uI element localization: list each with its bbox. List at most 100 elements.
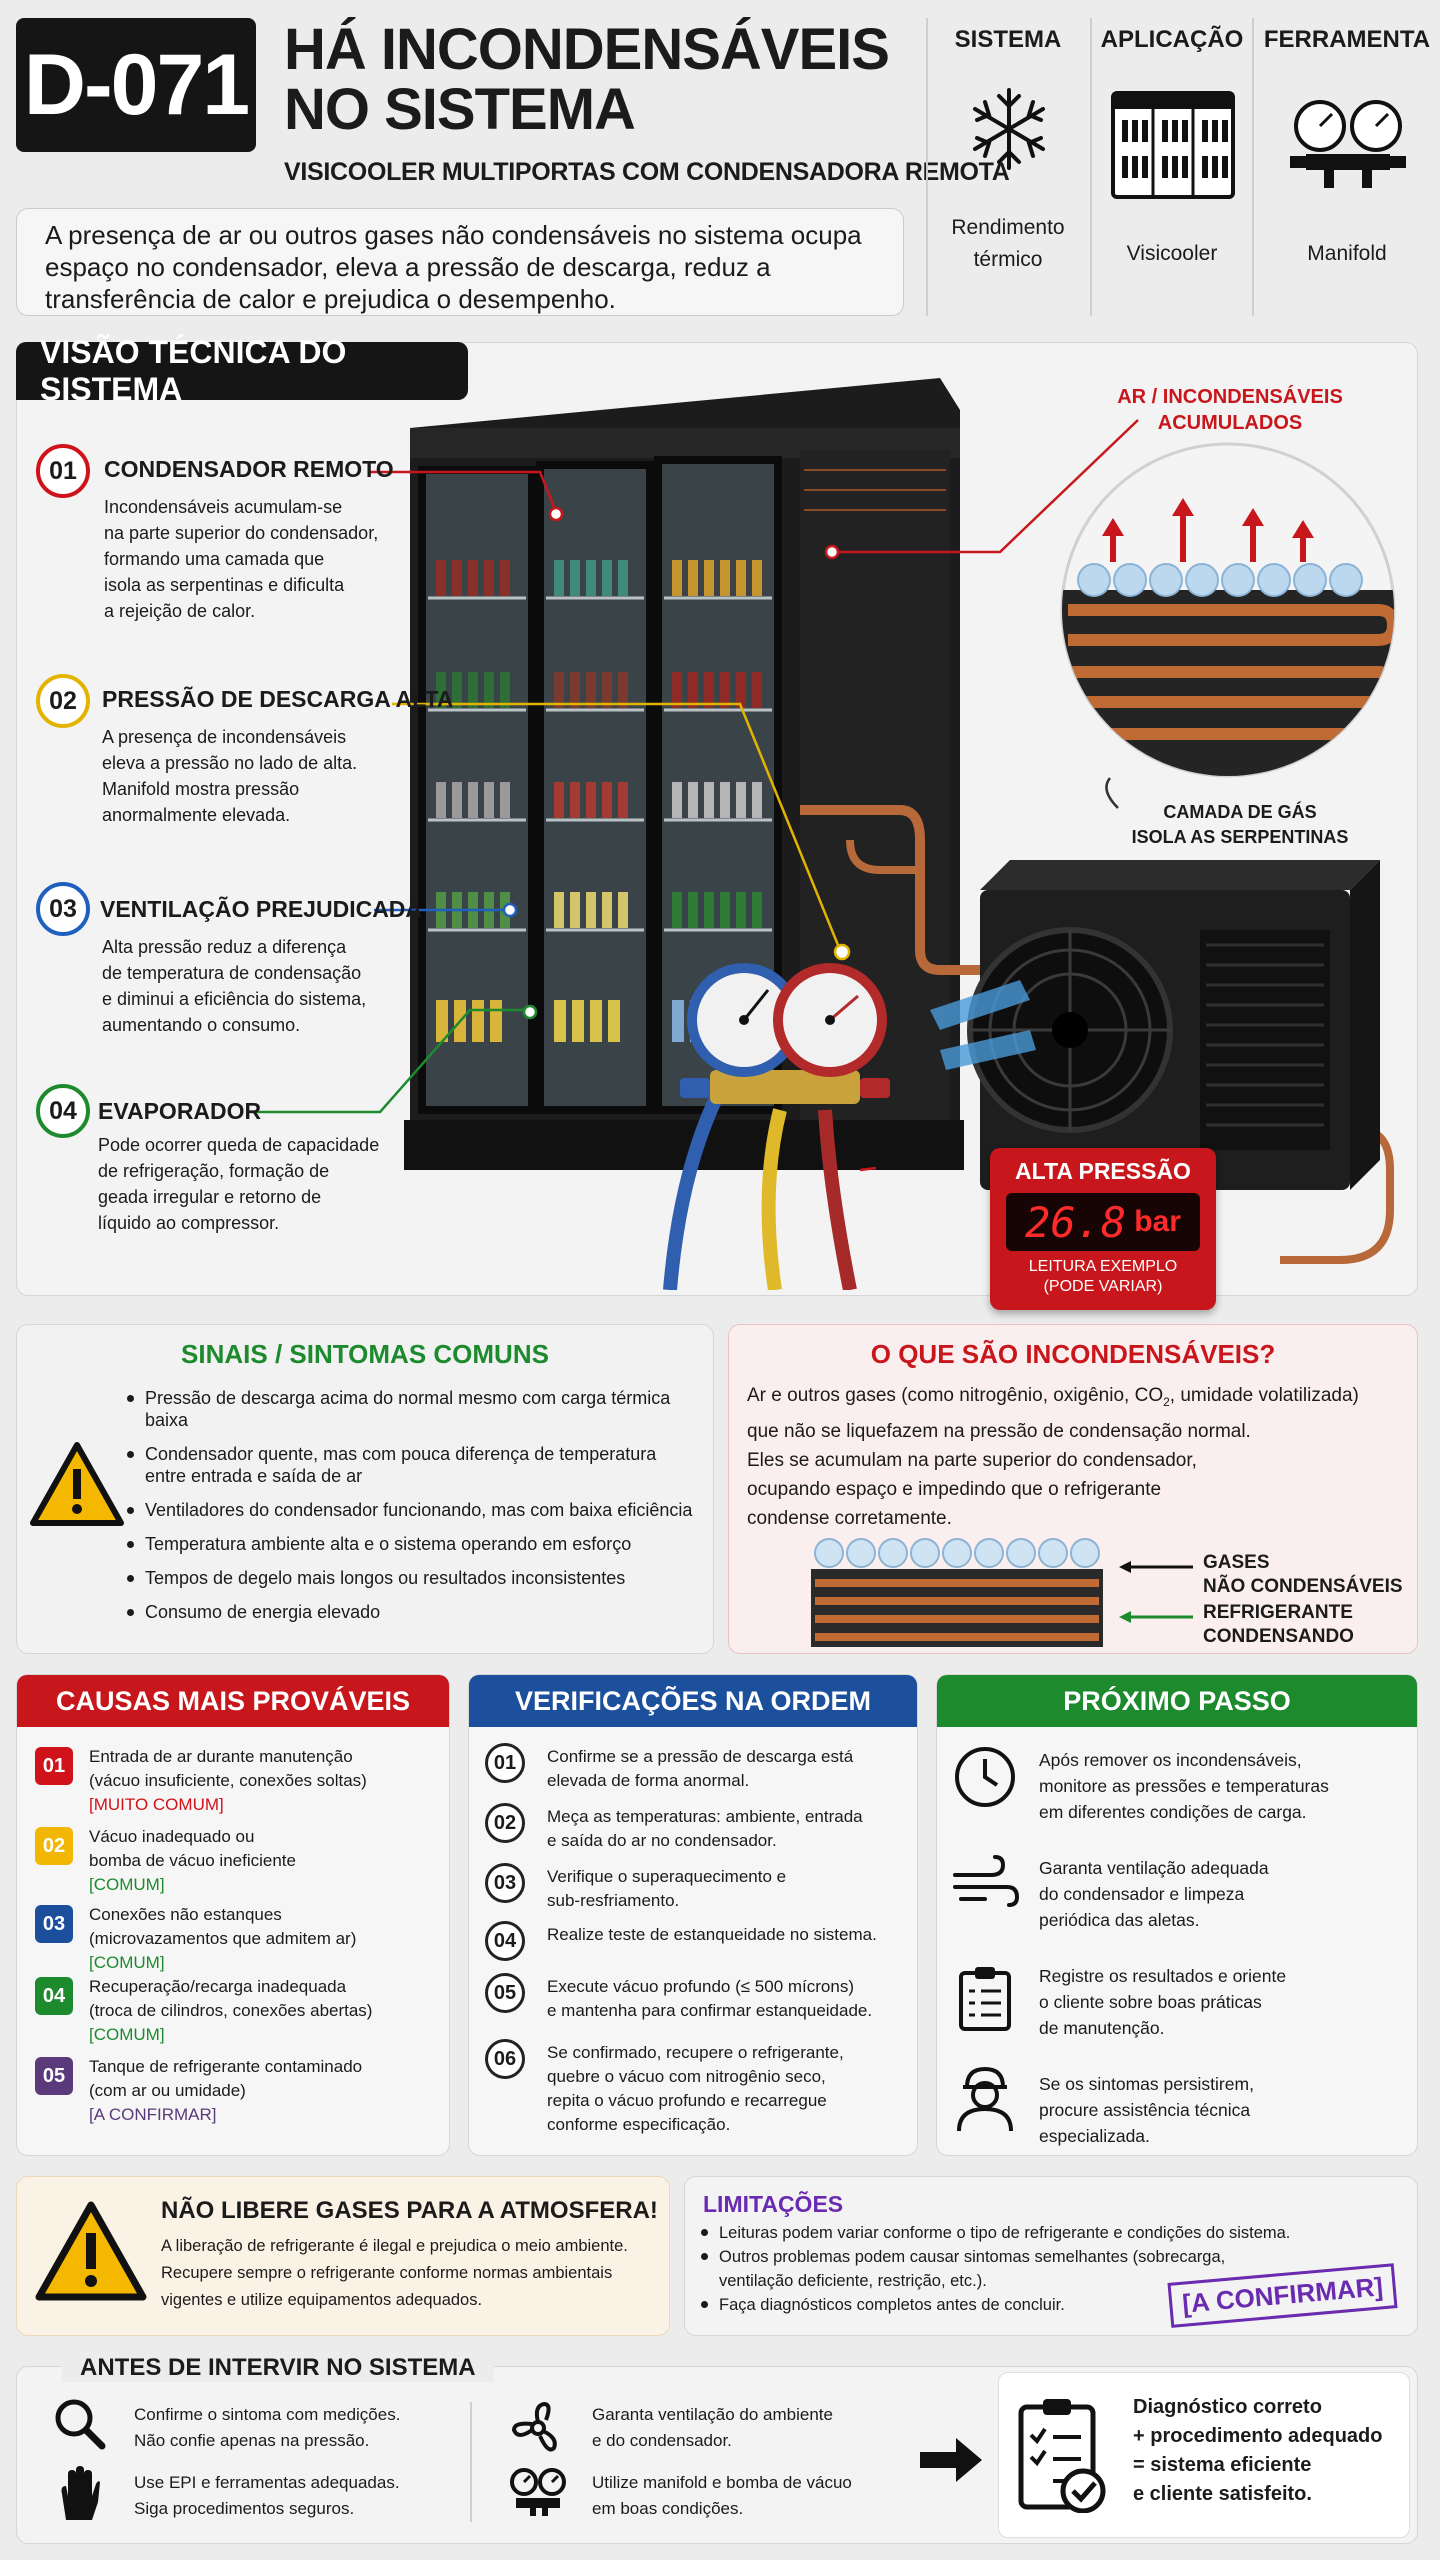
causes-title: CAUSAS MAIS PROVÁVEIS [17,1675,449,1727]
pressure-value: 26.8 [1025,1197,1127,1247]
what-subscript: 2 [1163,1394,1170,1409]
item-line: Use EPI e ferramentas adequadas. [134,2473,400,2492]
check-number: 01 [485,1743,525,1783]
point-number-03: 03 [36,882,90,936]
caption-line: Rendimento [951,216,1065,239]
desc-line: Pode ocorrer queda de capacidade [98,1135,380,1155]
desc-line: A presença de incondensáveis [102,727,347,747]
item-line: Utilize manifold e bomba de vácuo [592,2473,852,2492]
next-line: Registre os resultados e oriente [1039,1966,1287,1986]
check-line: Verifique o superaquecimento e [547,1867,787,1886]
before-title: ANTES DE INTERVIR NO SISTEMA [62,2354,494,2382]
callout-air: AR / INCONDENSÁVEIS ACUMULADOS [1080,384,1380,436]
check-item: Realize teste de estanqueidade no sistem… [547,1923,913,1947]
check-line: repita o vácuo profundo e recarregue [547,2091,827,2110]
check-number: 03 [485,1863,525,1903]
desc-line: de refrigeração, formação de [98,1161,330,1181]
list-item: Outros problemas podem causar sintomas s… [699,2245,1259,2293]
what-line: que não se liquefazem na pressão de cond… [747,1420,1251,1442]
pressure-display: 26.8 bar [1006,1193,1200,1251]
next-title: PRÓXIMO PASSO [937,1675,1417,1727]
what-text-part: Ar e outros gases (como nitrogênio, oxig… [747,1385,1164,1406]
cause-item: Tanque de refrigerante contaminado(com a… [89,2055,439,2127]
result-box: Diagnóstico correto + procedimento adequ… [998,2372,1410,2538]
cause-tag: [COMUM] [89,1875,165,1894]
callout-line: ISOLA AS SERPENTINAS [1131,827,1349,847]
cause-number: 02 [35,1827,73,1865]
before-item-4: Utilize manifold e bomba de vácuo em boa… [592,2470,852,2522]
point-desc-condensador: Incondensáveis acumulam-se na parte supe… [104,494,404,624]
snowflake-icon [973,88,1045,170]
point-title-condensador: CONDENSADOR REMOTO [104,456,394,482]
label-line: REFRIGERANTE [1203,1602,1353,1623]
cause-item: Recuperação/recarga inadequada(troca de … [89,1975,439,2047]
label-gases: GASES NÃO CONDENSÁVEIS [1203,1551,1403,1599]
warning-title: NÃO LIBERE GASES PARA A ATMOSFERA! [161,2197,658,2224]
result-line: = sistema eficiente [1133,2454,1312,2476]
what-line: ocupando espaço e impedindo que o refrig… [747,1478,1162,1500]
divider [1090,18,1092,316]
next-line: Após remover os incondensáveis, [1039,1750,1302,1770]
check-item: Execute vácuo profundo (≤ 500 mícrons)e … [547,1975,913,2023]
check-number: 02 [485,1803,525,1843]
next-line: especializada. [1039,2126,1150,2146]
list-item: Tempos de degelo mais longos ou resultad… [125,1567,705,1589]
desc-line: e diminui a eficiência do sistema, [102,989,367,1009]
limits-list: Leituras podem variar conforme o tipo de… [699,2221,1399,2317]
check-line: Confirme se a pressão de descarga está [547,1747,854,1766]
check-number: 04 [485,1921,525,1961]
list-item: Pressão de descarga acima do normal mesm… [125,1387,705,1431]
cause-line: Conexões não estanques [89,1905,282,1924]
warning-panel: NÃO LIBERE GASES PARA A ATMOSFERA! A lib… [16,2176,670,2336]
warning-line: A liberação de refrigerante é ilegal e p… [161,2237,628,2255]
before-item-1: Confirme o sintoma com medições. Não con… [134,2402,400,2454]
causes-panel: CAUSAS MAIS PROVÁVEIS 01 Entrada de ar du… [16,1674,450,2156]
cause-item: Entrada de ar durante manutenção(vácuo i… [89,1745,439,1817]
check-number: 05 [485,1973,525,2013]
item-line: em boas condições. [592,2499,744,2518]
cause-line: Recuperação/recarga inadequada [89,1977,347,1996]
cause-line: Entrada de ar durante manutenção [89,1747,353,1766]
result-line: e cliente satisfeito. [1133,2483,1312,2505]
cause-line: bomba de vácuo ineficiente [89,1851,296,1870]
list-item: Temperatura ambiente alta e o sistema op… [125,1533,705,1555]
cause-item: Vácuo inadequado ou bomba de vácuo inefic… [89,1825,439,1897]
cause-number: 01 [35,1747,73,1785]
desc-line: líquido ao compressor. [98,1213,280,1233]
item-line: Não confie apenas na pressão. [134,2431,370,2450]
next-panel: PRÓXIMO PASSO Após remover os incondensá… [936,1674,1418,2156]
limits-panel: LIMITAÇÕES Leituras podem variar conform… [684,2176,1418,2336]
what-text-part: , umidade volatilizada) [1169,1385,1359,1406]
list-item: Consumo de energia elevado [125,1601,705,1623]
cause-number: 05 [35,2057,73,2095]
cause-line: Vácuo inadequado ou [89,1827,255,1846]
cause-number: 04 [35,1977,73,2015]
what-line: condense corretamente. [747,1507,952,1529]
magnifier-icon [55,2399,106,2450]
desc-line: a rejeição de calor. [104,601,256,621]
limits-title: LIMITAÇÕES [703,2191,844,2217]
label-line: CONDENSANDO [1203,1626,1354,1647]
header-col-caption: Visicooler [1126,242,1218,265]
warning-icon [30,1442,124,1526]
label-line: GASES [1203,1552,1270,1573]
warning-text: A liberação de refrigerante é ilegal e p… [161,2233,628,2314]
desc-line: geada irregular e retorno de [98,1187,322,1207]
desc-line: formando uma camada que [104,549,325,569]
glove-icon [61,2466,100,2520]
cause-line: (com ar ou umidade) [89,2081,246,2100]
caption-line: térmico [973,248,1043,271]
cause-tag: [COMUM] [89,2025,165,2044]
coil-diagram [811,1538,1103,1647]
symptoms-panel: SINAIS / SINTOMAS COMUNS Pressão de desc… [16,1324,714,1654]
visicooler-icon [1111,91,1235,199]
header-col-sistema: SISTEMA [954,26,1062,53]
cause-tag: [COMUM] [89,1953,165,1972]
next-item: Após remover os incondensáveis,monitore … [1039,1747,1409,1825]
next-line: o cliente sobre boas práticas [1039,1992,1262,2012]
next-item: Registre os resultados e oriente o client… [1039,1963,1409,2041]
pressure-unit: bar [1134,1205,1181,1238]
clipboard-icon [959,1967,1011,2031]
